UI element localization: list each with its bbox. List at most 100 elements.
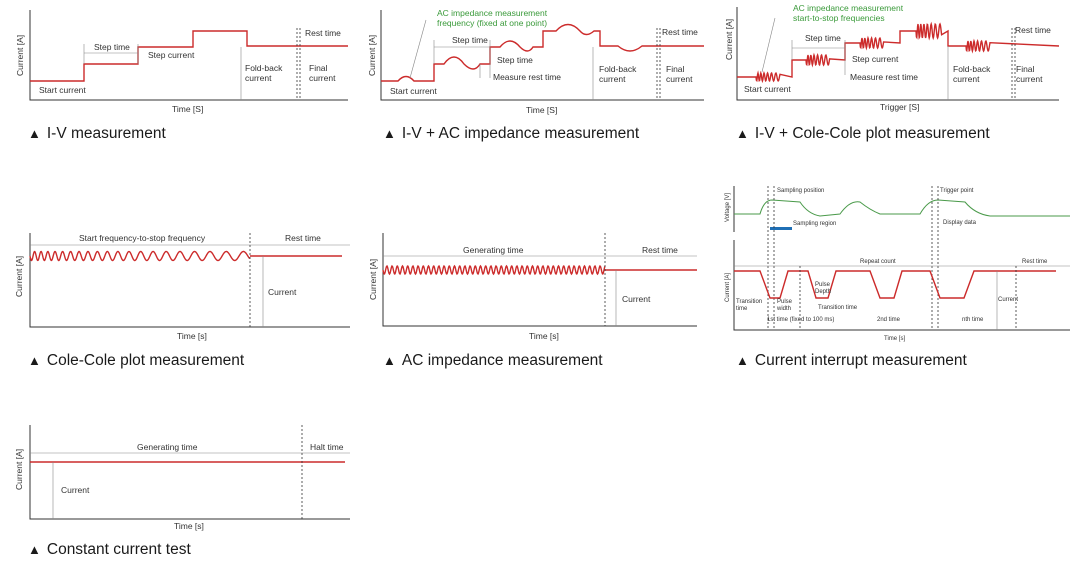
iv-ac-x-axis-label: Time [S] [526,105,557,115]
iv-ac-signal [381,23,704,82]
iv-ac-start-current-label: Start current [390,86,437,96]
panel-iv-ac-impedance: Current [A] AC impedance measurement fre… [367,0,728,160]
panel-ac-impedance: Current [A] Generating time Rest time Cu… [360,225,720,375]
triangle-bullet-icon: ▲ [383,126,396,141]
panel-constant-current: Current [A] Generating time Halt time Cu… [0,415,360,568]
panel-current-interrupt: Voltage [V] Sampling position Sampling r… [720,180,1080,375]
iv-ac-diagram: Current [A] AC impedance measurement fre… [367,8,704,115]
iv-y-axis-label: Current [A] [15,35,25,76]
triangle-bullet-icon: ▲ [28,542,41,557]
iv-x-axis-label: Time [S] [172,104,203,114]
ci-trigger-point-label: Trigger point [940,188,974,194]
ci-pulse-width-label-1: Pulse [777,299,793,305]
colecole-axes [29,233,350,328]
colecole-caption: ▲Cole-Cole plot measurement [28,352,244,370]
colecole-caption-text: Cole-Cole plot measurement [46,352,245,369]
colecole-current-label: Current [268,287,297,297]
iv-step-current-label: Step current [148,50,195,60]
cc-halt-time-label: Halt time [310,442,344,452]
ci-sampling-region-label: Sampling region [793,221,836,227]
colecole-signal [29,250,251,262]
ci-transition-time-label: Transition time [818,305,858,311]
cc-current-label: Current [61,485,90,495]
iv-ac-final-label-2: current [666,74,693,84]
ci-current-y-label: Current [A] [725,273,731,302]
cc-diagram: Current [A] Generating time Halt time Cu… [14,425,350,531]
iv-cc-signal [737,21,1060,84]
iv-cc-note-line-1: AC impedance measurement [793,3,904,13]
ci-nth-time-label: nth time [962,317,984,323]
triangle-bullet-icon: ▲ [736,126,749,141]
ac-generating-time-label: Generating time [463,245,524,255]
iv-ac-foldback-label-1: Fold-back [599,64,637,74]
iv-foldback-label-1: Fold-back [245,63,283,73]
colecole-y-axis-label: Current [A] [14,256,24,297]
cc-x-axis-label: Time [s] [174,521,204,531]
cc-y-axis-label: Current [A] [14,449,24,490]
iv-step-time-label: Step time [94,42,130,52]
ci-display-data-label: Display data [943,220,977,226]
iv-cc-axes [736,7,1059,101]
ci-repeat-count-label: Repeat count [860,259,896,265]
ac-current-label: Current [622,294,651,304]
ci-second-time-label: 2nd time [877,317,901,323]
iv-ac-axes [380,10,704,101]
iv-cc-step-current-label: Step current [852,54,899,64]
iv-cc-start-current-label: Start current [744,84,791,94]
ci-first-time-label: 1st time (fixed to 100 ms) [767,317,834,323]
iv-cc-y-axis-label: Current [A] [724,19,734,60]
ac-signal [382,264,606,276]
panel-iv-measurement: Current [A] Start current Step time Step… [0,0,360,160]
iv-final-label-2: current [309,73,336,83]
ci-current-label: Current [998,297,1018,303]
ci-x-axis-label: Time [s] [884,336,905,342]
iv-cc-step-time-label: Step time [805,33,841,43]
triangle-bullet-icon: ▲ [383,353,396,368]
ci-transition-label-1: Transition [736,299,762,305]
ci-pulse-width-label-2: width [776,306,791,312]
panel-iv-colecole: Current [A] AC impedance measurement sta… [720,0,1080,160]
colecole-rest-time-label: Rest time [285,233,321,243]
cc-caption-text: Constant current test [46,541,191,558]
iv-cc-caption: ▲ I-V + Cole-Cole plot measurement [736,125,990,143]
iv-cc-foldback-label-1: Fold-back [953,64,991,74]
iv-ac-caption-text: I-V + AC impedance measurement [401,125,640,142]
iv-axes [29,10,348,101]
iv-ac-measure-rest-label: Measure rest time [493,72,561,82]
panel-colecole: Current [A] Start frequency-to-stop freq… [0,225,360,375]
iv-cc-x-axis-label: Trigger [S] [880,102,919,112]
ac-caption-text: AC impedance measurement [401,352,603,369]
iv-caption: ▲ I-V measurement [28,125,166,143]
ci-pulse-depth-label-2: Depth [815,289,831,295]
ac-caption: ▲ AC impedance measurement [383,352,603,370]
iv-cc-final-label-2: current [1016,74,1043,84]
colecole-span-label: Start frequency-to-stop frequency [79,233,206,243]
triangle-bullet-icon: ▲ [28,126,41,141]
cc-caption: ▲ Constant current test [28,541,191,559]
triangle-bullet-icon: ▲ [736,353,749,368]
ci-caption: ▲ Current interrupt measurement [736,352,967,370]
iv-diagram: Current [A] Start current Step time Step… [15,10,348,114]
colecole-diagram: Current [A] Start frequency-to-stop freq… [14,233,350,341]
iv-ac-note-line-1: AC impedance measurement [437,8,548,18]
ci-voltage-y-label: Voltage [V] [725,193,731,222]
ci-pulse-depth-label-1: Pulse [815,282,831,288]
ci-diagram: Voltage [V] Sampling position Sampling r… [725,186,1070,342]
iv-ac-step-time-label-1: Step time [452,35,488,45]
ac-x-axis-label: Time [s] [529,331,559,341]
ci-sampling-bar [770,227,792,230]
ci-caption-text: Current interrupt measurement [754,352,967,369]
iv-cc-caption-text: I-V + Cole-Cole plot measurement [754,125,990,142]
ac-diagram: Current [A] Generating time Rest time Cu… [368,233,697,341]
colecole-x-axis-label: Time [s] [177,331,207,341]
ci-current-signal [734,270,1056,299]
iv-foldback-label-2: current [245,73,272,83]
iv-ac-step-time-label-2: Step time [497,55,533,65]
cc-generating-time-label: Generating time [137,442,198,452]
ac-y-axis-label: Current [A] [368,259,378,300]
iv-signal [30,30,348,82]
iv-cc-final-label-1: Final [1016,64,1035,74]
ci-transition-label-2: time [736,306,748,312]
iv-caption-text: I-V measurement [46,125,166,142]
ci-rest-time-label: Rest time [1022,259,1048,265]
